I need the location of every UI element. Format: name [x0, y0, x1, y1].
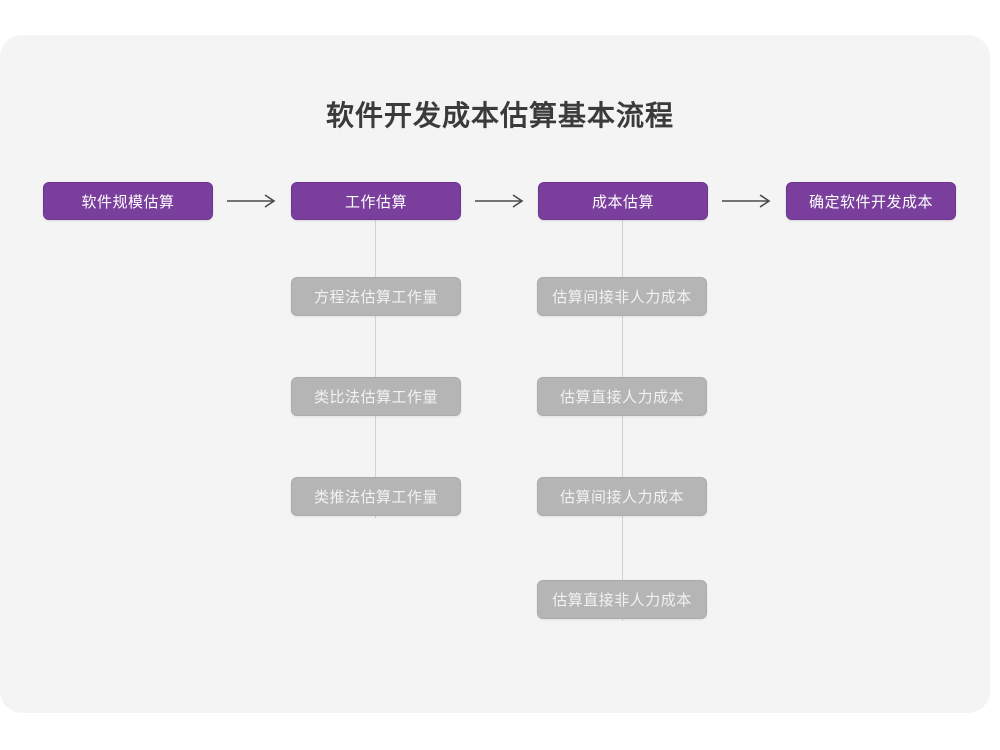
arrow-stage-2-to-3-icon — [475, 190, 527, 212]
substep-node-2-2[interactable]: 类比法估算工作量 — [291, 377, 461, 416]
substep-node-2-3[interactable]: 类推法估算工作量 — [291, 477, 461, 516]
substep-node-3-1[interactable]: 估算间接非人力成本 — [537, 277, 707, 316]
diagram-card — [0, 35, 990, 713]
stage-node-3-label: 成本估算 — [591, 193, 654, 211]
substep-node-3-2-label: 估算直接人力成本 — [559, 389, 684, 406]
stage-node-3[interactable]: 成本估算 — [538, 182, 708, 220]
connector-line-stage-3 — [622, 218, 623, 621]
substep-node-3-4-label: 估算直接非人力成本 — [552, 592, 692, 609]
substep-node-2-1[interactable]: 方程法估算工作量 — [291, 277, 461, 316]
substep-node-3-4[interactable]: 估算直接非人力成本 — [537, 580, 707, 619]
substep-node-3-3[interactable]: 估算间接人力成本 — [537, 477, 707, 516]
arrow-stage-3-to-4-icon — [722, 190, 774, 212]
substep-node-2-1-label: 方程法估算工作量 — [313, 289, 438, 306]
substep-node-2-2-label: 类比法估算工作量 — [313, 389, 438, 406]
stage-node-1-label: 软件规模估算 — [81, 193, 175, 211]
stage-node-4[interactable]: 确定软件开发成本 — [786, 182, 956, 220]
substep-node-3-3-label: 估算间接人力成本 — [559, 489, 684, 506]
arrow-stage-1-to-2-icon — [227, 190, 279, 212]
substep-node-3-1-label: 估算间接非人力成本 — [552, 289, 692, 306]
connector-line-stage-2 — [375, 218, 376, 518]
stage-node-1[interactable]: 软件规模估算 — [43, 182, 213, 220]
page-title: 软件开发成本估算基本流程 — [325, 100, 674, 131]
stage-node-4-label: 确定软件开发成本 — [808, 193, 933, 211]
substep-node-2-3-label: 类推法估算工作量 — [313, 489, 438, 506]
substep-node-3-2[interactable]: 估算直接人力成本 — [537, 377, 707, 416]
stage-node-2[interactable]: 工作估算 — [291, 182, 461, 220]
stage-node-2-label: 工作估算 — [344, 193, 407, 211]
